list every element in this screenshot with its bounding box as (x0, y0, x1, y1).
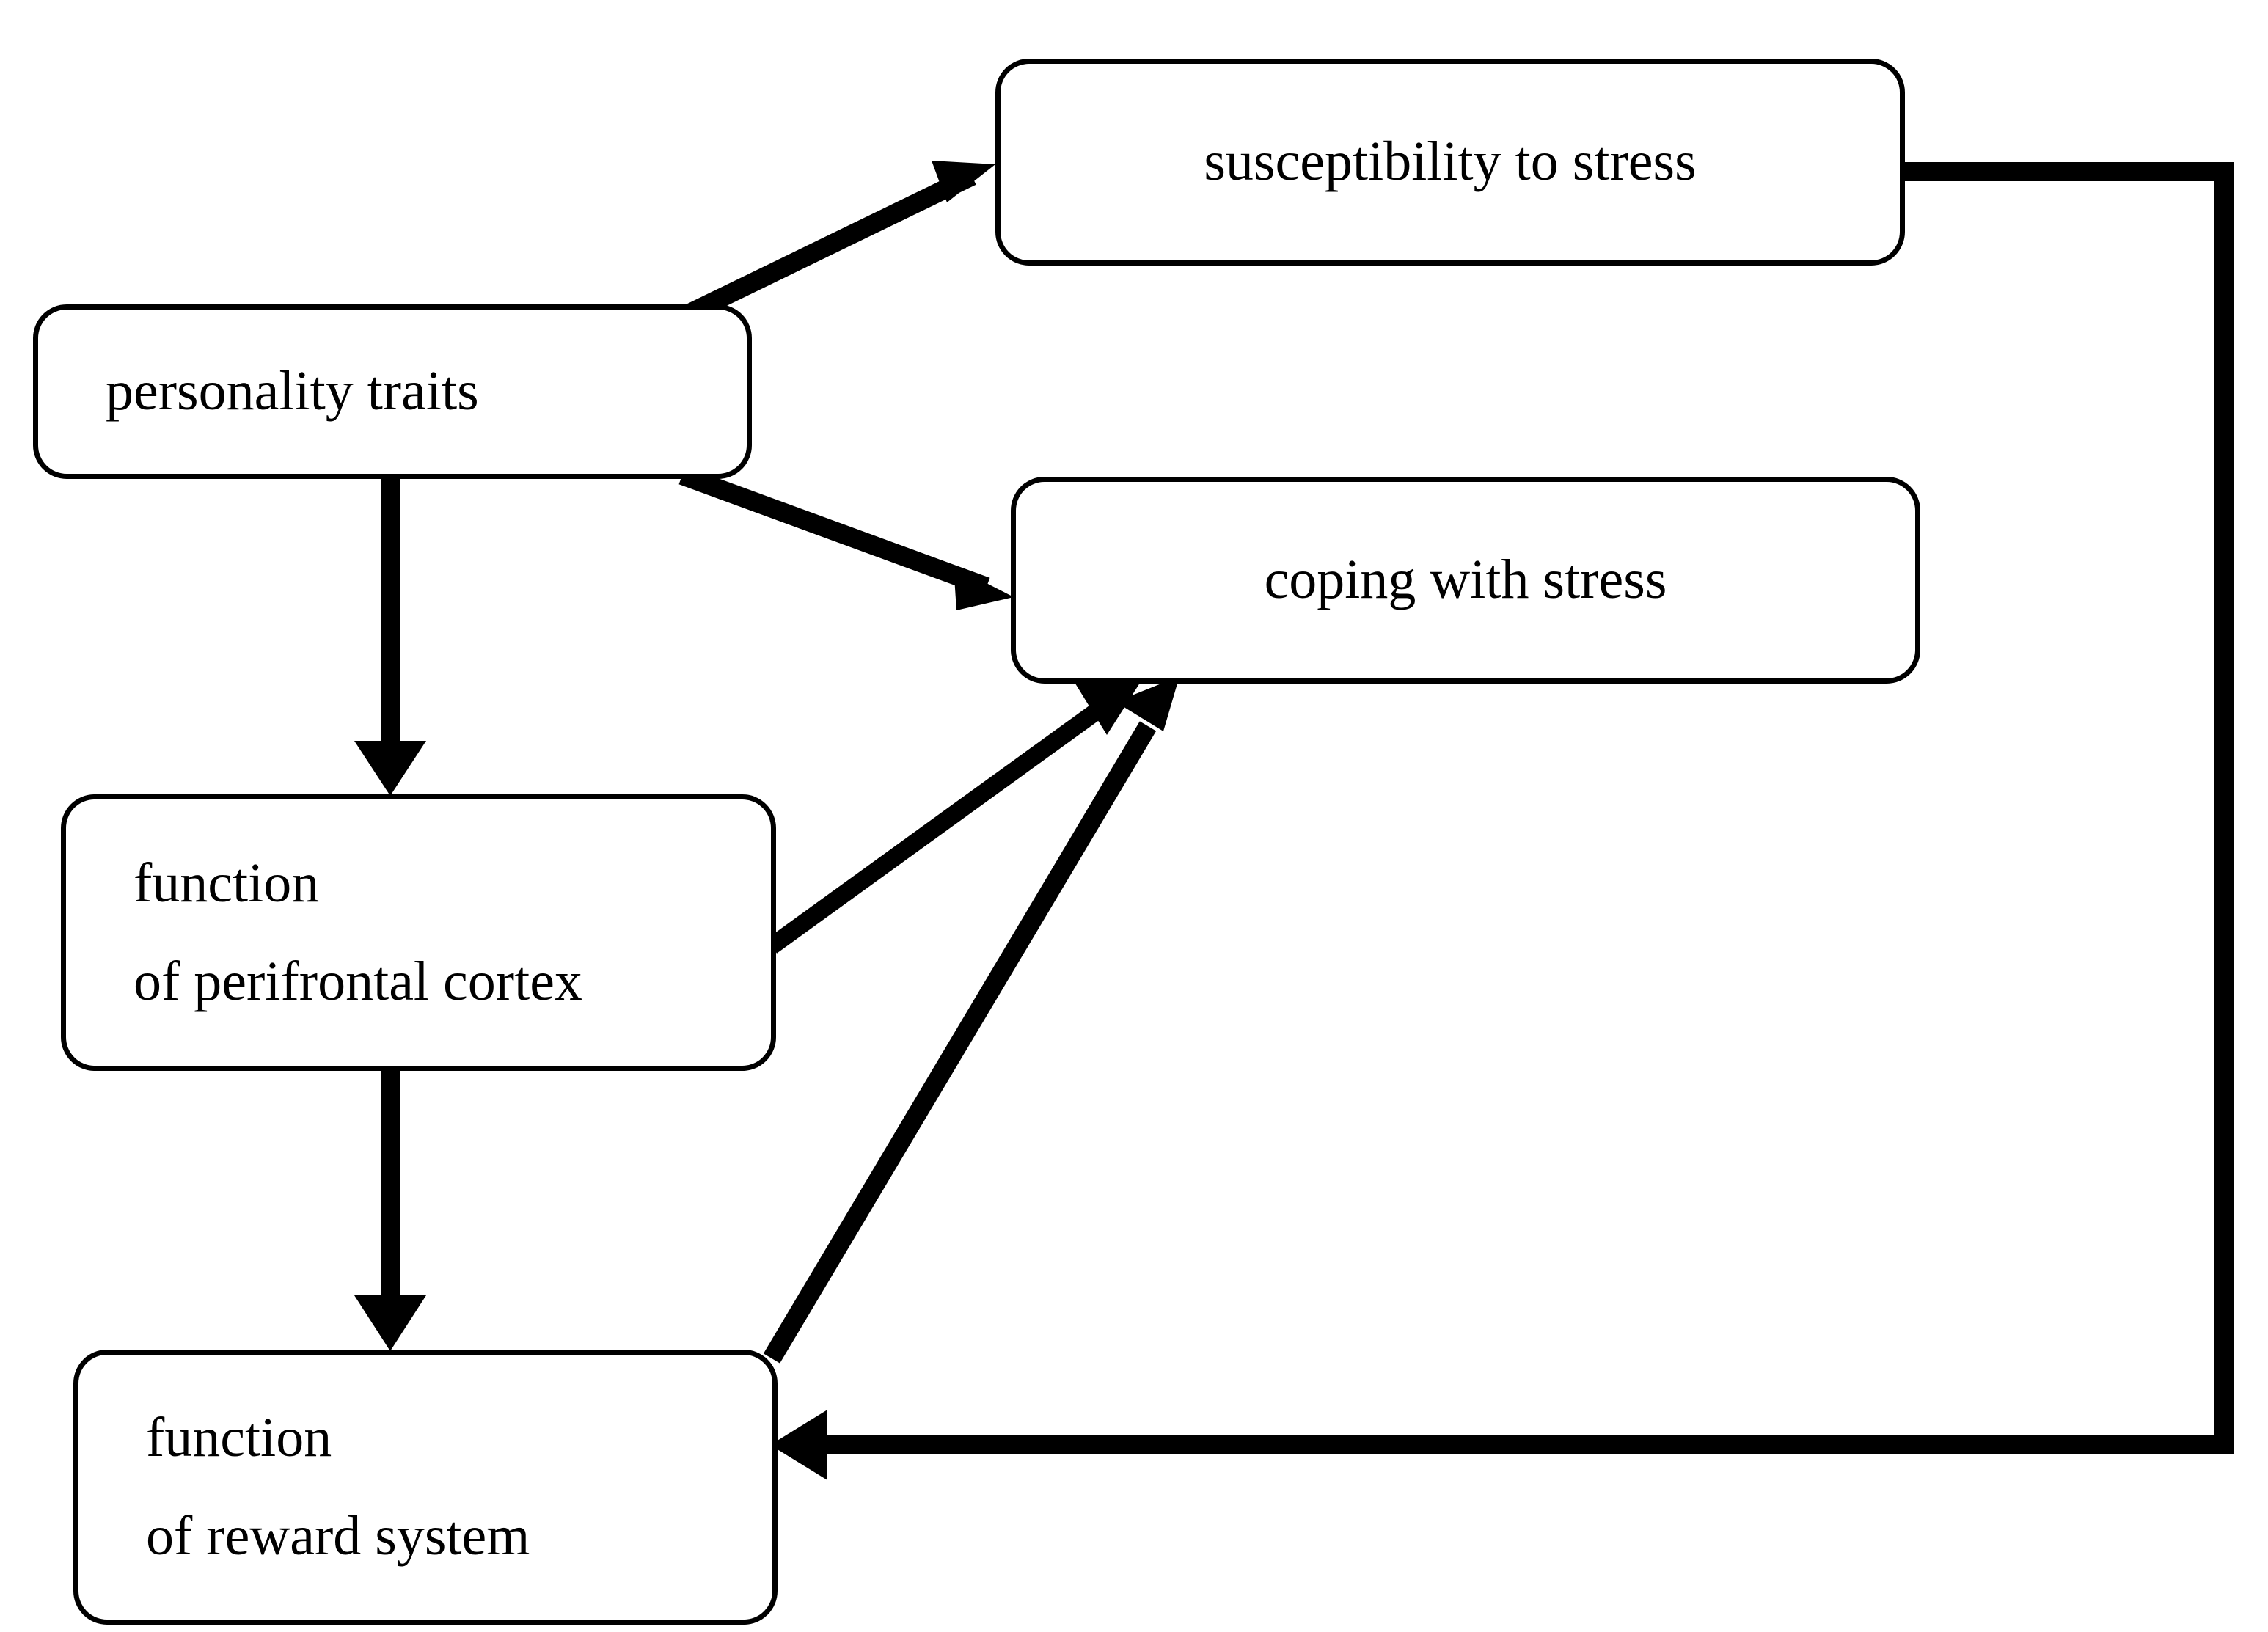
edge-reward-to-coping (763, 676, 1179, 1364)
node-function-of-perifrontal-cortex-line-1: function (133, 852, 320, 914)
edge-traits-to-susceptibility (678, 161, 995, 326)
node-susceptibility-to-stress-line-1: susceptibility to stress (1204, 131, 1697, 193)
node-susceptibility-to-stress[interactable]: susceptibility to stress (995, 59, 1905, 266)
node-coping-with-stress-line-1: coping with stress (1264, 549, 1667, 611)
edge-perifrontal-to-reward (354, 1071, 426, 1351)
edge-perifrontal-to-coping (766, 681, 1141, 954)
node-function-of-reward-system-line-2: of reward system (146, 1504, 530, 1567)
node-function-of-perifrontal-cortex-line-2: of perifrontal cortex (133, 950, 582, 1012)
node-function-of-perifrontal-cortex[interactable]: function of perifrontal cortex (61, 794, 776, 1071)
edge-traits-to-coping (678, 466, 1014, 610)
edge-susceptibility-to-reward (770, 162, 2234, 1480)
node-function-of-reward-system[interactable]: function of reward system (73, 1350, 778, 1625)
node-personality-traits-line-1: personality traits (106, 360, 479, 422)
node-coping-with-stress[interactable]: coping with stress (1011, 477, 1920, 684)
node-personality-traits[interactable]: personality traits (33, 304, 752, 479)
edge-traits-to-perifrontal (354, 479, 426, 796)
node-function-of-reward-system-line-1: function (146, 1406, 332, 1468)
